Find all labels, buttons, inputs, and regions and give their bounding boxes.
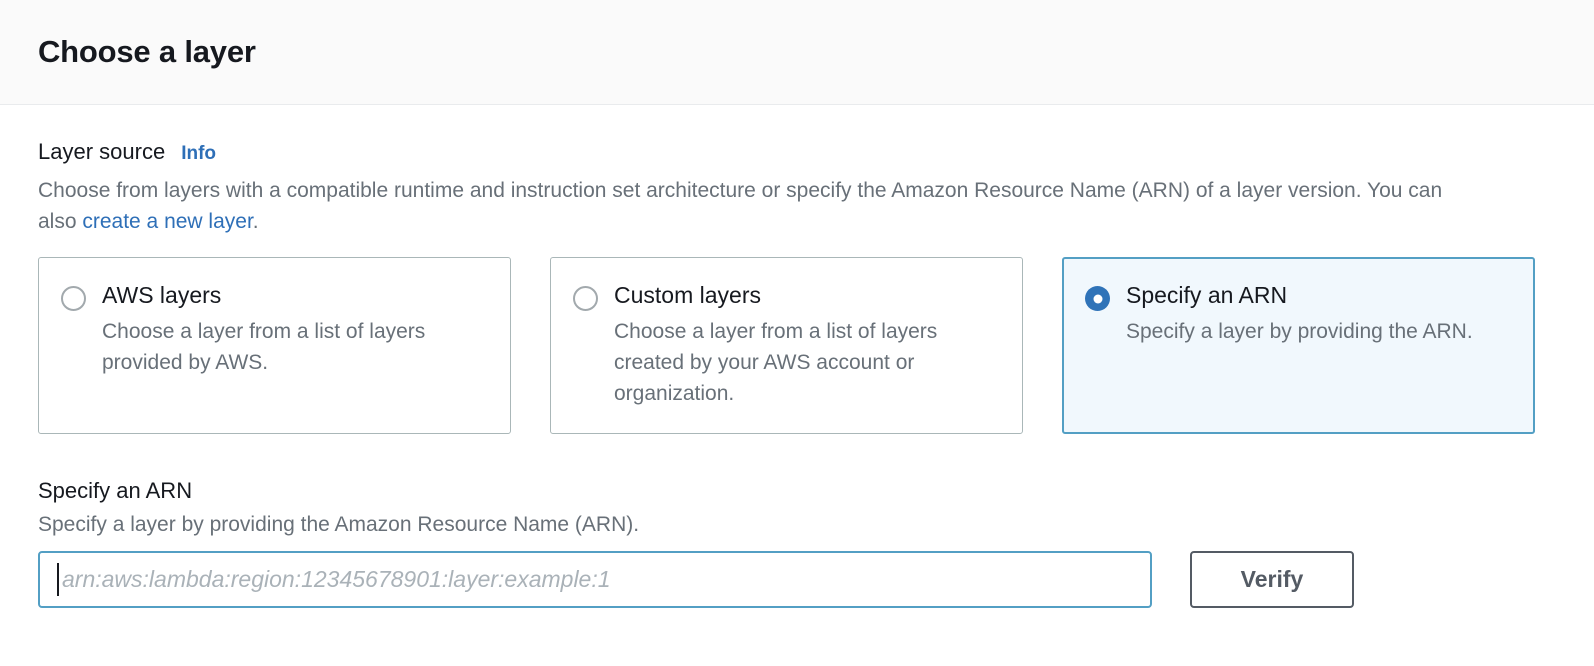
option-custom-layers[interactable]: Custom layers Choose a layer from a list…: [550, 257, 1023, 434]
arn-input-wrapper: [38, 551, 1152, 608]
option-aws-layers-description: Choose a layer from a list of layers pro…: [102, 320, 426, 374]
page-title: Choose a layer: [38, 34, 256, 69]
option-specify-an-arn-title: Specify an ARN: [1126, 282, 1288, 308]
radio-aws-layers-icon[interactable]: [61, 286, 86, 311]
option-aws-layers-title: AWS layers: [102, 282, 222, 308]
layer-source-label-row: Layer source Info: [38, 139, 1556, 165]
radio-custom-layers-icon[interactable]: [573, 286, 598, 311]
info-link[interactable]: Info: [181, 143, 217, 164]
arn-input-row: Verify: [38, 551, 1556, 608]
text-cursor: [57, 563, 59, 596]
verify-button[interactable]: Verify: [1190, 551, 1354, 608]
modal-body: Layer source Info Choose from layers wit…: [0, 105, 1594, 608]
layer-source-description-text: Choose from layers with a compatible run…: [38, 179, 1443, 233]
arn-section: Specify an ARN Specify a layer by provid…: [38, 478, 1556, 608]
option-custom-layers-description: Choose a layer from a list of layers cre…: [614, 320, 938, 405]
arn-input[interactable]: [38, 551, 1152, 608]
create-a-new-layer-link[interactable]: create a new layer: [82, 210, 253, 233]
option-custom-layers-title: Custom layers: [614, 282, 761, 308]
layer-source-label: Layer source: [38, 139, 166, 164]
option-aws-layers-text: AWS layers Choose a layer from a list of…: [102, 280, 490, 378]
radio-specify-an-arn-icon[interactable]: [1085, 286, 1110, 311]
option-specify-an-arn[interactable]: Specify an ARN Specify a layer by provid…: [1062, 257, 1535, 434]
arn-subtext: Specify a layer by providing the Amazon …: [38, 513, 640, 536]
option-aws-layers[interactable]: AWS layers Choose a layer from a list of…: [38, 257, 511, 434]
layer-source-description-period: .: [252, 210, 259, 233]
option-specify-an-arn-text: Specify an ARN Specify a layer by provid…: [1126, 280, 1473, 347]
layer-source-description: Choose from layers with a compatible run…: [38, 175, 1478, 237]
modal-header: Choose a layer: [0, 0, 1594, 105]
option-specify-an-arn-description: Specify a layer by providing the ARN.: [1126, 320, 1473, 343]
layer-source-options: AWS layers Choose a layer from a list of…: [38, 257, 1556, 434]
arn-heading: Specify an ARN: [38, 478, 193, 503]
option-custom-layers-text: Custom layers Choose a layer from a list…: [614, 280, 1002, 409]
